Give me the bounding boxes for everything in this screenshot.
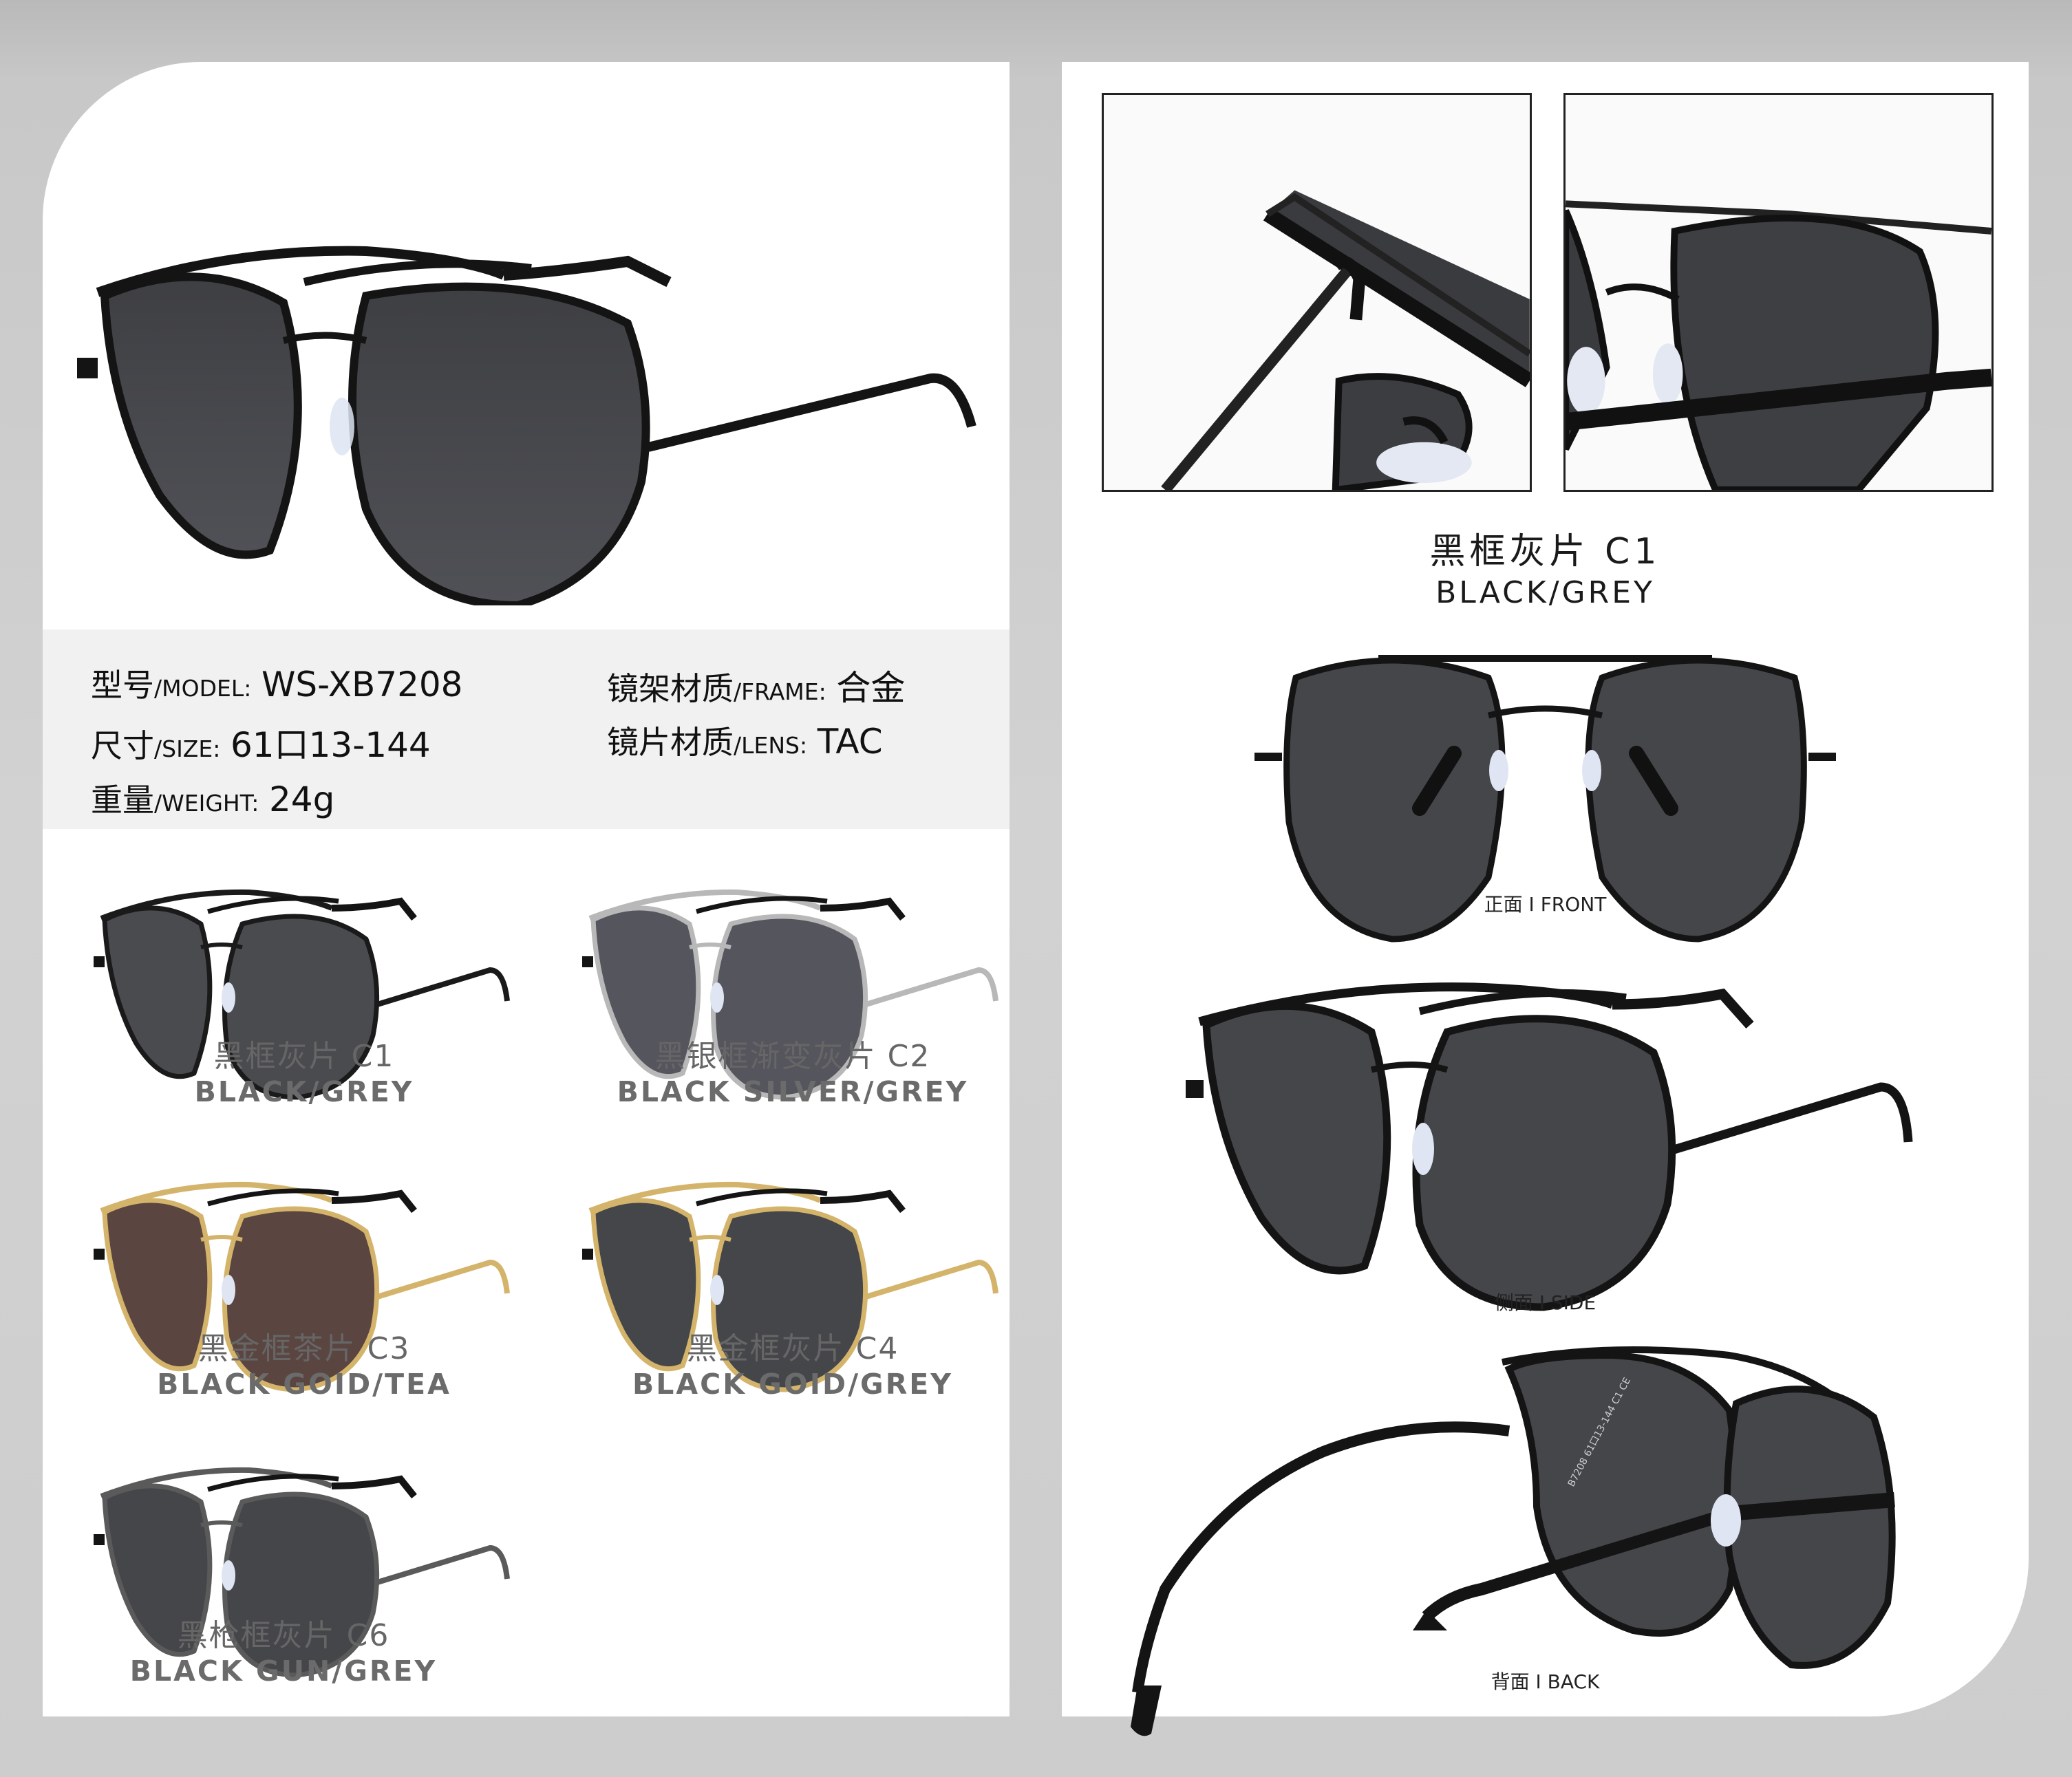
variant-c6-image — [91, 1455, 517, 1682]
variant-c1-caption: 黑框灰片 C1 BLACK/GREY — [194, 1039, 414, 1108]
featured-caption: 黑框灰片 C1 BLACK/GREY — [1429, 531, 1661, 610]
variant-c2-image — [579, 877, 1006, 1104]
variant-c4-image — [579, 1170, 1006, 1397]
variant-c4-caption: 黑金框灰片 C4 BLACK GOID/GREY — [632, 1331, 953, 1401]
spec-frame: 镜架材质/FRAME: 合金 — [607, 668, 906, 708]
front-view-image — [1254, 650, 1836, 946]
spec-size: 尺寸/SIZE: 61口13-144 — [91, 725, 431, 765]
detail-nosepad-closeup — [1563, 93, 1994, 492]
right-panel: 黑框灰片 C1 BLACK/GREY 正面 I FRONT — [1062, 62, 2029, 1736]
spec-model: 型号/MODEL: WS-XB7208 — [91, 665, 463, 704]
spec-lens: 镜片材质/LENS: TAC — [607, 722, 883, 762]
side-view-label: 侧面 I SIDE — [1494, 1291, 1596, 1314]
detail-hinge-closeup — [1102, 93, 1532, 492]
variant-c3-caption: 黑金框茶片 C3 BLACK GOID/TEA — [157, 1331, 451, 1401]
variant-c2-caption: 黑银框渐变灰片 C2 BLACK SILVER/GREY — [617, 1039, 969, 1108]
side-view-image — [1186, 956, 1915, 1314]
hero-sunglasses-image — [77, 220, 1027, 605]
back-view-label: 背面 I BACK — [1491, 1670, 1600, 1693]
left-panel: 型号/MODEL: WS-XB7208 镜架材质/FRAME: 合金 尺寸/SI… — [43, 62, 1010, 1716]
front-view-label: 正面 I FRONT — [1484, 893, 1607, 916]
variant-c6-caption: 黑枪框灰片 C6 BLACK GUN/GREY — [129, 1618, 438, 1688]
back-view-image: B7208 61口13-144 C1 CE — [1124, 1328, 1984, 1754]
spec-weight: 重量/WEIGHT: 24g — [91, 779, 335, 819]
spec-band: 型号/MODEL: WS-XB7208 镜架材质/FRAME: 合金 尺寸/SI… — [43, 629, 1010, 829]
variant-c3-image — [91, 1170, 517, 1397]
variant-c1-image — [91, 877, 517, 1104]
